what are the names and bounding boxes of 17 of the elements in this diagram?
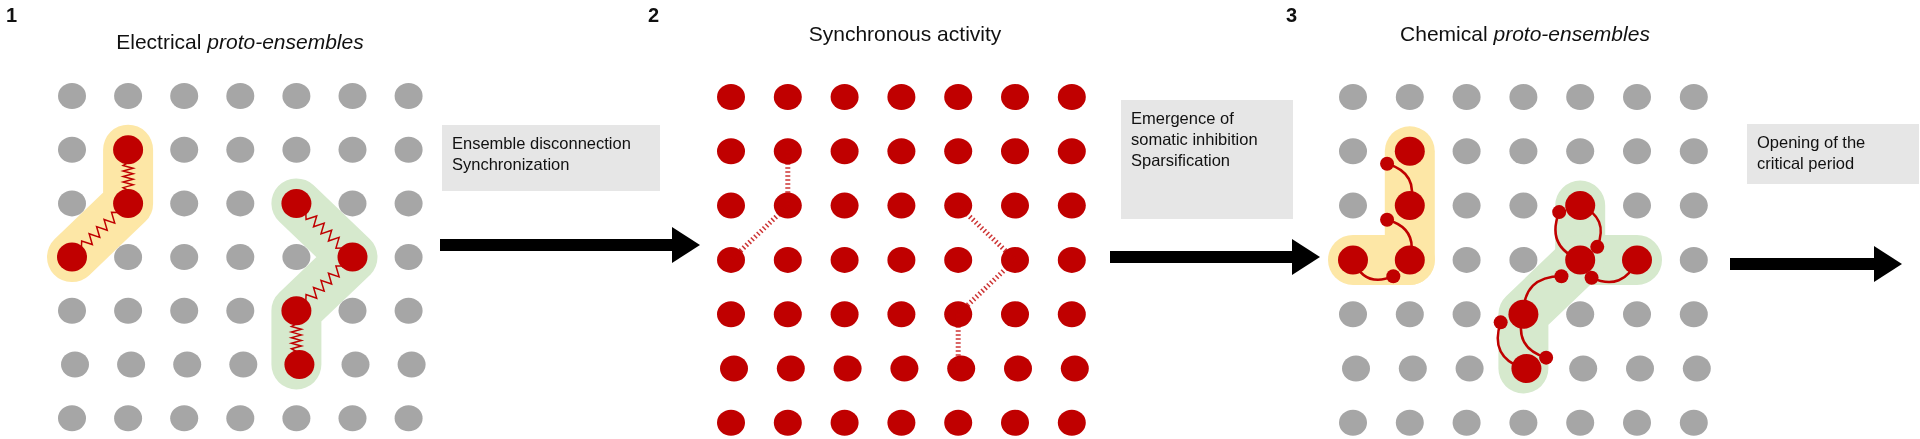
panel-title: Synchronous activity [808, 22, 1002, 46]
step-box [1747, 124, 1919, 184]
arrow [440, 227, 700, 263]
step-box [442, 125, 660, 191]
step-text: Opening of the critical period [1757, 132, 1867, 174]
step-text: Synchronization [452, 154, 571, 175]
panel-title: Chemical proto-ensembles [1400, 22, 1650, 46]
step-text: Ensemble disconnection [452, 133, 632, 154]
step-text: Sparsification [1131, 150, 1232, 171]
panel-number: 2 [648, 4, 660, 27]
panel-title: Electrical proto-ensembles [116, 30, 364, 54]
step-text: Emergence of somatic inhibition [1131, 108, 1259, 150]
step-box [1121, 100, 1293, 219]
arrow [1110, 239, 1320, 275]
arrow [1730, 246, 1902, 282]
panel-number: 1 [6, 4, 18, 27]
panel-number: 3 [1286, 4, 1298, 27]
